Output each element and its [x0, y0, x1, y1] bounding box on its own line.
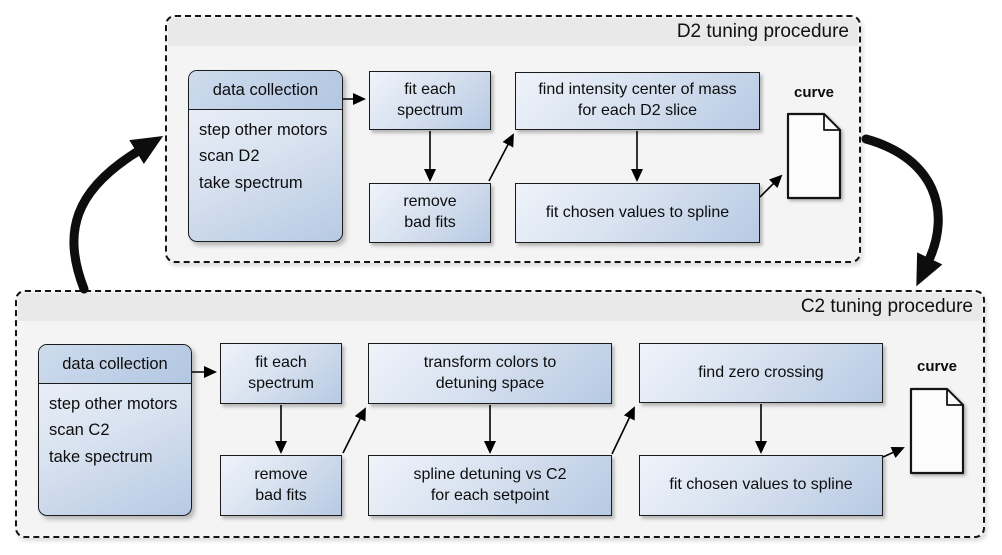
group-title-d2: D2 tuning procedure — [676, 21, 849, 42]
curve-document-icon-c2 — [909, 387, 965, 475]
curve-document-icon-d2 — [786, 112, 842, 200]
arrow-loop-c2-to-d2 — [69, 135, 164, 294]
group-titlebar-c2: C2 tuning procedure — [18, 293, 982, 321]
curve-label-d2: curve — [793, 84, 835, 101]
node-find-zero-crossing: find zero crossing — [639, 343, 883, 403]
curve-label-c2: curve — [916, 358, 958, 375]
node-fit-chosen-values-d2: fit chosen values to spline — [515, 183, 760, 243]
group-title-c2: C2 tuning procedure — [800, 296, 973, 317]
group-titlebar-d2: D2 tuning procedure — [168, 18, 858, 46]
node-data-collection-c2-header: data collection — [39, 345, 191, 384]
node-fit-chosen-values-c2: fit chosen values to spline — [639, 455, 883, 516]
arrow-loop-d2-to-c2 — [861, 134, 943, 287]
node-data-collection-d2-header: data collection — [189, 71, 342, 110]
